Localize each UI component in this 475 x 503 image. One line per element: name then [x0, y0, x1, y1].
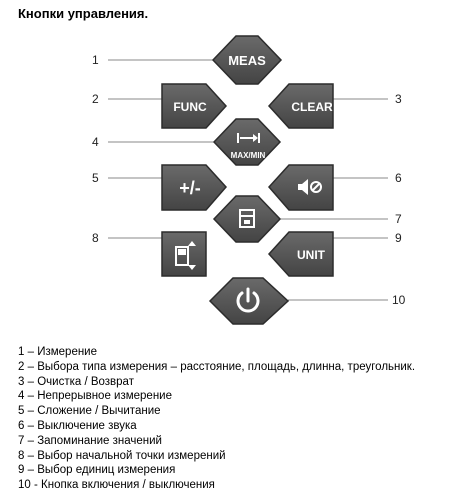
legend-num: 4: [18, 390, 25, 403]
maxmin-label: MAX/MIN: [231, 151, 266, 160]
memory-icon: [239, 209, 255, 228]
legend-item: 9 – Выбор единиц измерения: [18, 463, 468, 478]
legend-item: 5 – Сложение / Вычитание: [18, 404, 468, 419]
legend-num: 5: [18, 405, 25, 418]
power-button[interactable]: [208, 277, 290, 325]
plus-minus-label: +/-: [179, 178, 201, 198]
legend-text: Сложение / Вычитание: [37, 405, 161, 418]
legend-text: Непрерывное измерение: [37, 390, 172, 403]
legend-text: Выбора типа измерения – расстояние, площ…: [37, 360, 416, 373]
mute-button[interactable]: [267, 164, 334, 211]
legend-sep: -: [30, 479, 42, 492]
legend-text: Очистка / Возврат: [37, 375, 134, 388]
legend-num: 2: [18, 360, 25, 373]
clear-button[interactable]: CLEAR: [267, 83, 334, 129]
callout-10: 10: [392, 293, 406, 307]
callout-1: 1: [92, 53, 99, 67]
legend-text: Кнопка включения / выключения: [41, 479, 215, 492]
legend-num: 1: [18, 346, 25, 358]
legend-num: 6: [18, 419, 25, 432]
legend-text: Выключение звука: [37, 419, 137, 432]
clear-label: CLEAR: [291, 100, 333, 114]
legend-text: Выбор единиц измерения: [37, 464, 176, 477]
reference-point-button[interactable]: [161, 231, 207, 277]
legend-item: 3 – Очистка / Возврат: [18, 375, 468, 390]
legend-item: 4 – Непрерывное измерение: [18, 389, 468, 404]
legend-num: 7: [18, 434, 25, 447]
legend-sep: –: [24, 464, 38, 477]
callout-9: 9: [395, 231, 402, 245]
callout-2: 2: [92, 92, 99, 106]
callout-lines: [108, 59, 388, 301]
legend-sep: –: [24, 360, 38, 373]
legend-sep: –: [24, 449, 38, 462]
legend-text: Измерение: [37, 346, 98, 358]
callout-7: 7: [395, 212, 402, 226]
legend-sep: –: [24, 419, 38, 432]
speaker-mute-icon: [298, 179, 322, 195]
callout-6: 6: [395, 171, 402, 185]
reference-point-icon: [175, 241, 196, 270]
keypad-diagram: 1 2 3 4 5 6 7 8 9 10 MEAS FUNC CLEAR MAX…: [92, 35, 406, 325]
arrow-to-bar-icon: [237, 133, 260, 143]
unit-button[interactable]: UNIT: [267, 231, 334, 277]
callout-5: 5: [92, 171, 99, 185]
unit-label: UNIT: [297, 248, 326, 262]
power-icon: [236, 287, 260, 313]
legend-sep: –: [24, 346, 38, 358]
legend-num: 10: [18, 479, 31, 492]
legend-item: 10 - Кнопка включения / выключения: [18, 478, 468, 493]
legend-sep: –: [24, 375, 38, 388]
callout-8: 8: [92, 231, 99, 245]
legend-item: 6 – Выключение звука: [18, 419, 468, 434]
legend-num: 3: [18, 375, 25, 388]
func-label: FUNC: [173, 100, 207, 114]
legend-num: 9: [18, 464, 25, 477]
legend-item: 2 – Выбора типа измерения – расстояние, …: [18, 360, 468, 375]
legend-sep: –: [24, 434, 38, 447]
legend: 1 – Измерение 2 – Выбора типа измерения …: [18, 345, 468, 493]
callout-3: 3: [395, 92, 402, 106]
legend-item: 8 – Выбор начальной точки измерений: [18, 449, 468, 464]
memory-button[interactable]: [212, 195, 282, 243]
callout-4: 4: [92, 135, 99, 149]
legend-item: 1 – Измерение: [18, 345, 468, 360]
legend-text: Запоминание значений: [37, 434, 162, 447]
meas-label: MEAS: [228, 53, 266, 68]
func-button[interactable]: FUNC: [161, 83, 228, 129]
page-title: Кнопки управления.: [18, 6, 149, 21]
legend-sep: –: [24, 390, 38, 403]
meas-button[interactable]: MEAS: [211, 35, 283, 85]
legend-item: 7 – Запоминание значений: [18, 434, 468, 449]
legend-sep: –: [24, 405, 38, 418]
legend-text: Выбор начальной точки измерений: [37, 449, 226, 462]
plus-minus-button[interactable]: +/-: [161, 164, 228, 211]
legend-num: 8: [18, 449, 25, 462]
continuous-measure-button[interactable]: MAX/MIN: [212, 118, 282, 166]
